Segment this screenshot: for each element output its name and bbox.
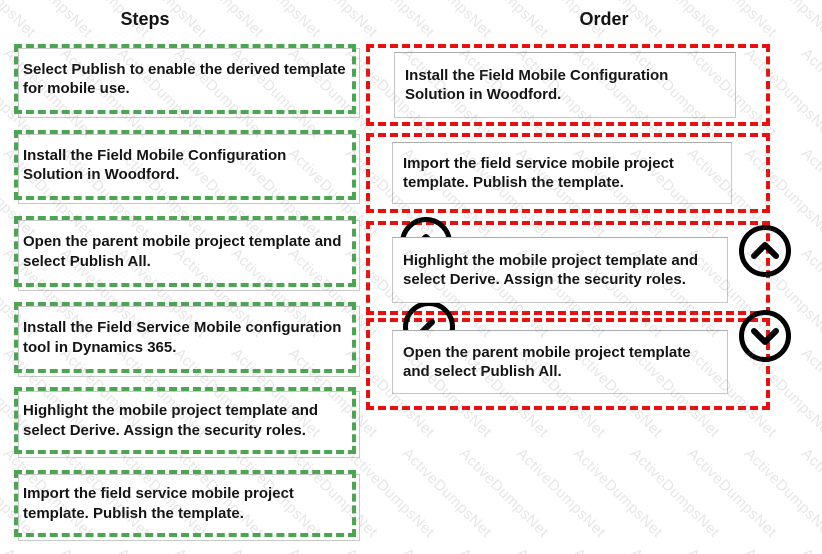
watermark-text: ActiveDumpsNet — [684, 545, 780, 554]
watermark-text: ActiveDumpsNet — [798, 0, 822, 41]
watermark-text: ActiveDumpsNet — [797, 445, 822, 541]
watermark-text: ActiveDumpsNet — [684, 0, 780, 41]
step-item[interactable]: Install the Field Mobile Configuration S… — [14, 130, 360, 204]
watermark-text: ActiveDumpsNet — [0, 0, 39, 41]
watermark-text: ActiveDumpsNet — [399, 0, 495, 41]
watermark-text: ActiveDumpsNet — [57, 545, 153, 554]
order-item-label: Install the Field Mobile Configuration S… — [405, 66, 669, 104]
order-slot[interactable] — [366, 44, 770, 126]
order-item[interactable]: Open the parent mobile project template … — [392, 330, 728, 394]
order-column-title: Order — [579, 9, 629, 29]
watermark-text: ActiveDumpsNet — [627, 545, 723, 554]
watermark-text: ActiveDumpsNet — [797, 45, 822, 141]
step-dashed-border — [14, 387, 356, 454]
watermark-text: ActiveDumpsNet — [569, 445, 666, 541]
order-item-label: Open the parent mobile project template … — [403, 343, 691, 381]
chevron-down-circle-icon — [738, 310, 792, 366]
step-card — [18, 474, 360, 541]
watermark-text: ActiveDumpsNet — [797, 245, 822, 341]
step-item[interactable]: Highlight the mobile project template an… — [14, 387, 360, 458]
watermark-text: ActiveDumpsNet — [741, 0, 822, 41]
move-down-button[interactable] — [738, 309, 792, 363]
watermark-text: ActiveDumpsNet — [171, 545, 267, 554]
order-item-label: Highlight the mobile project template an… — [403, 251, 699, 289]
step-item-label: Install the Field Service Mobile configu… — [23, 319, 342, 356]
watermark-text: ActiveDumpsNet — [740, 445, 822, 541]
watermark-text: ActiveDumpsNet — [797, 145, 822, 241]
watermark-text: ActiveDumpsNet — [456, 545, 552, 554]
step-card — [18, 306, 360, 377]
move-up-button[interactable] — [738, 224, 792, 278]
watermark-text: ActiveDumpsNet — [285, 0, 381, 41]
step-item[interactable]: Select Publish to enable the derived tem… — [14, 44, 360, 118]
watermark-text: ActiveDumpsNet — [570, 545, 666, 554]
watermark-text: ActiveDumpsNet — [456, 0, 552, 41]
order-slot[interactable] — [366, 133, 770, 213]
watermark-text: ActiveDumpsNet — [285, 545, 381, 554]
watermark-text: ActiveDumpsNet — [228, 545, 324, 554]
watermark-text: ActiveDumpsNet — [342, 0, 438, 41]
step-dashed-border — [14, 130, 356, 200]
watermark-text: ActiveDumpsNet — [626, 445, 723, 541]
step-item[interactable]: Import the field service mobile project … — [14, 470, 360, 541]
step-item-label: Install the Field Mobile Configuration S… — [23, 146, 287, 183]
watermark-text: ActiveDumpsNet — [0, 545, 96, 554]
order-slot[interactable] — [366, 221, 770, 315]
step-item-label: Import the field service mobile project … — [23, 485, 294, 522]
order-item[interactable]: Highlight the mobile project template an… — [392, 237, 728, 303]
watermark-text: ActiveDumpsNet — [399, 545, 495, 554]
watermark-text: ActiveDumpsNet — [798, 545, 822, 554]
watermark-text: ActiveDumpsNet — [683, 445, 780, 541]
step-card — [18, 220, 360, 291]
order-item[interactable]: Install the Field Mobile Configuration S… — [394, 52, 736, 118]
watermark-text: ActiveDumpsNet — [0, 0, 96, 41]
order-item[interactable]: Import the field service mobile project … — [392, 142, 732, 204]
step-dashed-border — [14, 470, 356, 537]
step-item-label: Highlight the mobile project template an… — [23, 402, 319, 439]
order-slot[interactable] — [366, 318, 770, 410]
order-item-label: Import the field service mobile project … — [403, 154, 674, 192]
watermark-text: ActiveDumpsNet — [797, 345, 822, 441]
step-dashed-border — [14, 302, 356, 373]
watermark-text: ActiveDumpsNet — [512, 445, 609, 541]
step-dashed-border — [14, 44, 356, 114]
step-item[interactable]: Install the Field Service Mobile configu… — [14, 302, 360, 377]
watermark-text: ActiveDumpsNet — [398, 445, 495, 541]
watermark-text: ActiveDumpsNet — [455, 445, 552, 541]
watermark-text: ActiveDumpsNet — [741, 545, 822, 554]
chevron-up-circle-icon — [738, 225, 792, 281]
step-item-label: Select Publish to enable the derived tem… — [23, 60, 346, 97]
step-dashed-border — [14, 216, 356, 287]
watermark-text: ActiveDumpsNet — [114, 545, 210, 554]
step-item[interactable]: Open the parent mobile project template … — [14, 216, 360, 291]
watermark-text: ActiveDumpsNet — [513, 545, 609, 554]
step-card — [18, 391, 360, 458]
watermark-text: ActiveDumpsNet — [0, 545, 39, 554]
step-card — [18, 48, 360, 118]
watermark-text: ActiveDumpsNet — [342, 545, 438, 554]
watermark-text: ActiveDumpsNet — [228, 0, 324, 41]
step-item-label: Open the parent mobile project template … — [23, 233, 342, 270]
steps-column-title: Steps — [120, 9, 170, 29]
step-card — [18, 134, 360, 204]
